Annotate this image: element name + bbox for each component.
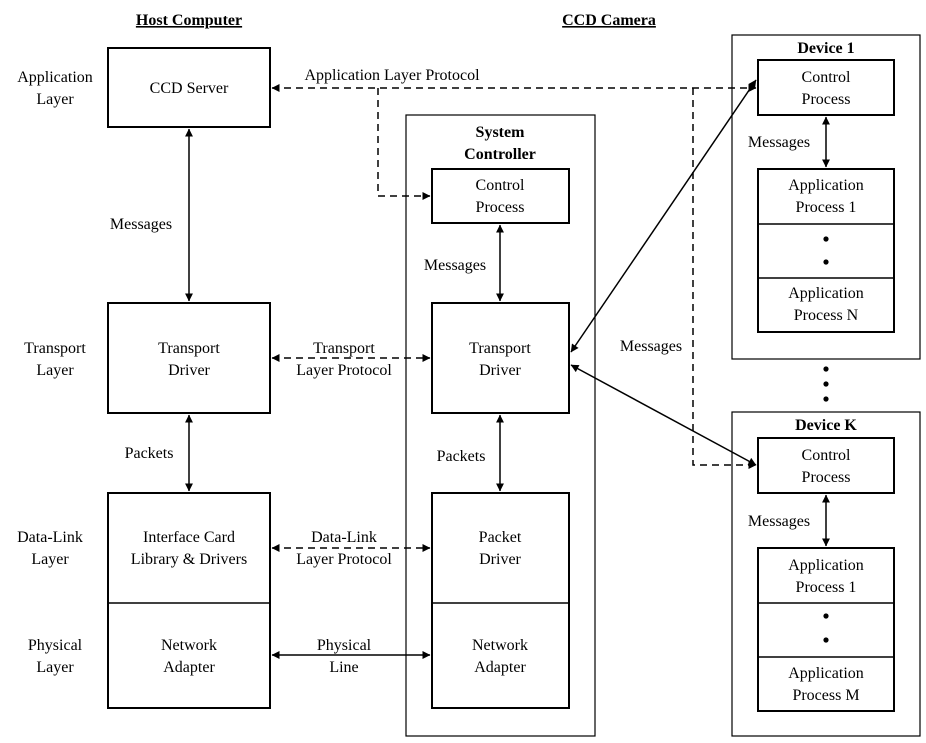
- device-k-application-stack: Application Process 1 Application Proces…: [757, 547, 895, 712]
- svg-text:Transport: Transport: [158, 340, 220, 357]
- sc-network-adapter: Network Adapter: [472, 637, 528, 676]
- ccd-camera-header: CCD Camera: [562, 12, 656, 29]
- svg-text:Driver: Driver: [479, 551, 521, 568]
- svg-text:Library & Drivers: Library & Drivers: [131, 551, 247, 568]
- device-list-ellipsis: [823, 366, 829, 402]
- svg-text:Layer: Layer: [36, 362, 74, 379]
- device-1-application-process-1: Application Process 1: [788, 177, 864, 216]
- device-k-application-process-1: Application Process 1: [788, 557, 864, 596]
- arrow-application-protocol-sc: [377, 88, 431, 200]
- svg-text:Layer: Layer: [31, 551, 69, 568]
- svg-text:Adapter: Adapter: [474, 659, 526, 676]
- device-1-application-process-n: Application Process N: [788, 285, 864, 324]
- svg-text:Line: Line: [329, 659, 358, 676]
- ccd-server-box: CCD Server: [107, 47, 271, 128]
- label-transport-layer-protocol: Transport Layer Protocol: [296, 340, 392, 379]
- svg-text:Application: Application: [788, 285, 864, 302]
- svg-text:Device 1: Device 1: [797, 40, 854, 57]
- svg-text:Network: Network: [472, 637, 528, 654]
- sc-control-process-box: Control Process: [431, 168, 570, 224]
- svg-text:Data-Link: Data-Link: [17, 529, 83, 546]
- svg-text:Control: Control: [802, 447, 851, 464]
- interface-card-library-drivers: Interface Card Library & Drivers: [131, 529, 247, 568]
- svg-text:Transport: Transport: [313, 340, 375, 357]
- label-device-1-messages: Messages: [748, 134, 810, 151]
- svg-text:Physical: Physical: [317, 637, 372, 654]
- svg-text:Layer: Layer: [36, 91, 74, 108]
- svg-text:Process M: Process M: [792, 687, 859, 704]
- svg-text:Driver: Driver: [168, 362, 210, 379]
- svg-text:Interface Card: Interface Card: [143, 529, 235, 546]
- arrow-sc-transport-device-k: [570, 364, 757, 466]
- svg-text:System: System: [476, 124, 526, 141]
- svg-text:Transport: Transport: [469, 340, 531, 357]
- svg-text:Application: Application: [788, 557, 864, 574]
- label-physical-line: Physical Line: [317, 637, 372, 676]
- svg-text:Controller: Controller: [464, 146, 536, 163]
- svg-text:Process: Process: [802, 469, 851, 486]
- svg-text:Network: Network: [161, 637, 217, 654]
- label-host-messages: Messages: [110, 216, 172, 233]
- svg-text:Control: Control: [476, 177, 525, 194]
- svg-text:Application: Application: [788, 177, 864, 194]
- svg-text:Driver: Driver: [479, 362, 521, 379]
- device-k-control-process-box: Control Process: [757, 437, 895, 494]
- svg-text:Layer: Layer: [36, 659, 74, 676]
- svg-text:Control: Control: [802, 69, 851, 86]
- label-application-layer-protocol: Application Layer Protocol: [304, 67, 480, 84]
- sc-transport-driver-box: Transport Driver: [431, 302, 570, 414]
- device-1-control-process-box: Control Process: [757, 59, 895, 116]
- layer-label-physical: Physical Layer: [28, 637, 83, 676]
- svg-text:Device K: Device K: [795, 417, 857, 434]
- device-k-frame: Device K: [731, 411, 921, 737]
- svg-text:Physical: Physical: [28, 637, 83, 654]
- device-k-ellipsis: [823, 613, 829, 643]
- svg-text:Process 1: Process 1: [796, 199, 857, 216]
- label-sc-packets: Packets: [437, 448, 486, 465]
- label-device-k-messages: Messages: [748, 513, 810, 530]
- layer-label-application: Application Layer: [17, 69, 93, 108]
- svg-text:Process: Process: [802, 91, 851, 108]
- svg-text:CCD Server: CCD Server: [150, 80, 229, 97]
- svg-text:Process N: Process N: [794, 307, 859, 324]
- device-1-ellipsis: [823, 236, 829, 265]
- svg-text:Process: Process: [476, 199, 525, 216]
- label-host-packets: Packets: [125, 445, 174, 462]
- svg-text:Application: Application: [17, 69, 93, 86]
- sc-packet-network-stack: Packet Driver Network Adapter: [431, 492, 570, 709]
- sc-packet-driver: Packet Driver: [479, 529, 522, 568]
- svg-text:Data-Link: Data-Link: [311, 529, 377, 546]
- host-network-adapter: Network Adapter: [161, 637, 217, 676]
- host-computer-header: Host Computer: [136, 12, 242, 29]
- device-1-application-stack: Application Process 1 Application Proces…: [757, 168, 895, 333]
- device-k-application-process-m: Application Process M: [788, 665, 864, 704]
- label-device-messages: Messages: [620, 338, 682, 355]
- svg-text:Process 1: Process 1: [796, 579, 857, 596]
- layer-label-transport: Transport Layer: [24, 340, 86, 379]
- arrow-application-protocol-device-k: [692, 88, 757, 469]
- svg-text:Application: Application: [788, 665, 864, 682]
- arrow-sc-transport-device-1: [570, 79, 757, 353]
- layer-label-data-link: Data-Link Layer: [17, 529, 83, 568]
- svg-text:Transport: Transport: [24, 340, 86, 357]
- svg-text:Layer Protocol: Layer Protocol: [296, 362, 392, 379]
- label-sc-messages: Messages: [424, 257, 486, 274]
- label-data-link-layer-protocol: Data-Link Layer Protocol: [296, 529, 392, 568]
- svg-text:Layer Protocol: Layer Protocol: [296, 551, 392, 568]
- svg-text:Packet: Packet: [479, 529, 522, 546]
- host-transport-driver-box: Transport Driver: [107, 302, 271, 414]
- svg-text:Adapter: Adapter: [163, 659, 215, 676]
- host-interface-network-stack: Interface Card Library & Drivers Network…: [107, 492, 271, 709]
